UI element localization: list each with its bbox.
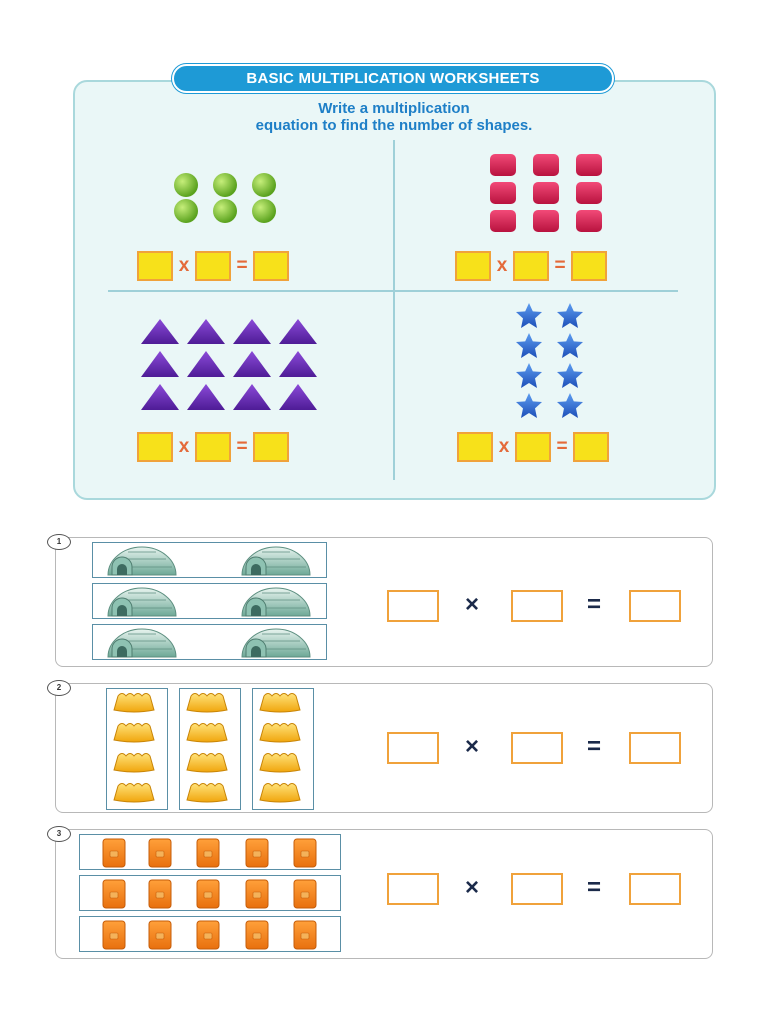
times-sign: ×	[465, 733, 480, 760]
answer-box[interactable]	[457, 432, 493, 462]
answer-box[interactable]	[137, 251, 173, 281]
instruction-line-2: equation to find the number of shapes.	[255, 117, 533, 134]
answer-box[interactable]	[515, 432, 551, 462]
panel-divider-horizontal	[108, 290, 678, 292]
orange-block-icon	[102, 838, 317, 950]
equation-row-3: x =	[137, 432, 289, 462]
igloos-illustration	[107, 546, 311, 658]
answer-box[interactable]	[629, 732, 681, 764]
star-icon	[516, 303, 583, 418]
times-sign: x	[496, 255, 508, 276]
equals-sign: =	[587, 874, 602, 901]
times-sign: ×	[465, 591, 480, 618]
equals-sign: =	[587, 733, 602, 760]
answer-box[interactable]	[511, 590, 563, 622]
circles-group	[170, 172, 282, 224]
times-sign: x	[178, 255, 190, 276]
equals-sign: =	[554, 255, 566, 276]
times-sign: x	[178, 436, 190, 457]
panel-divider-vertical	[393, 140, 395, 480]
equals-sign: =	[587, 591, 602, 618]
circle-icon	[174, 173, 276, 223]
answer-box[interactable]	[629, 590, 681, 622]
times-sign: x	[498, 436, 510, 457]
times-sign: ×	[465, 874, 480, 901]
igloo-icon	[107, 546, 311, 658]
answer-box[interactable]	[387, 590, 439, 622]
answer-box[interactable]	[571, 251, 607, 281]
triangle-icon	[141, 319, 317, 410]
answer-box[interactable]	[253, 251, 289, 281]
equals-sign: =	[556, 436, 568, 457]
answer-box[interactable]	[387, 732, 439, 764]
jellies-illustration	[113, 693, 301, 803]
answer-box[interactable]	[195, 432, 231, 462]
squares-group	[488, 152, 608, 234]
problem-number: 1	[47, 534, 71, 550]
answer-box[interactable]	[195, 251, 231, 281]
problem-number: 2	[47, 680, 71, 696]
answer-box[interactable]	[629, 873, 681, 905]
blocks-illustration	[102, 838, 317, 950]
equation-row-1: x =	[137, 251, 289, 281]
answer-box[interactable]	[387, 873, 439, 905]
instruction-line-1: Write a multiplication	[318, 100, 470, 117]
answer-box[interactable]	[253, 432, 289, 462]
jelly-icon	[113, 693, 301, 803]
triangles-group	[140, 318, 320, 412]
stars-group	[512, 302, 592, 420]
equals-sign: =	[236, 436, 248, 457]
equals-sign: =	[236, 255, 248, 276]
equation-row-2: x =	[455, 251, 607, 281]
answer-box[interactable]	[573, 432, 609, 462]
answer-box[interactable]	[511, 732, 563, 764]
answer-box[interactable]	[137, 432, 173, 462]
problem-number: 3	[47, 826, 71, 842]
square-icon	[490, 154, 602, 232]
equation-row-4: x =	[457, 432, 609, 462]
worksheet-title: BASIC MULTIPLICATION WORKSHEETS	[172, 64, 614, 93]
answer-box[interactable]	[455, 251, 491, 281]
answer-box[interactable]	[513, 251, 549, 281]
instruction-text: Write a multiplication equation to find …	[150, 100, 638, 134]
answer-box[interactable]	[511, 873, 563, 905]
